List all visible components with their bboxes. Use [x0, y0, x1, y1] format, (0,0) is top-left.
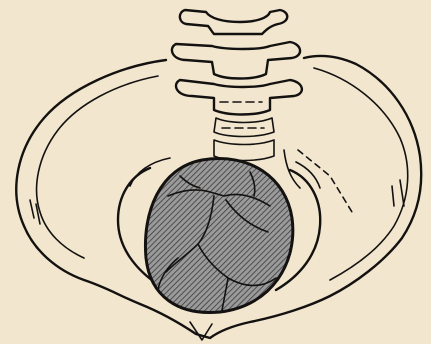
fetal-head: [145, 159, 292, 313]
fetal-head-icon: [145, 159, 292, 313]
vertebra-icon: [172, 42, 300, 79]
vertebra-icon: [176, 80, 302, 115]
spine: [172, 10, 302, 161]
vertebra-icon: [180, 10, 287, 34]
